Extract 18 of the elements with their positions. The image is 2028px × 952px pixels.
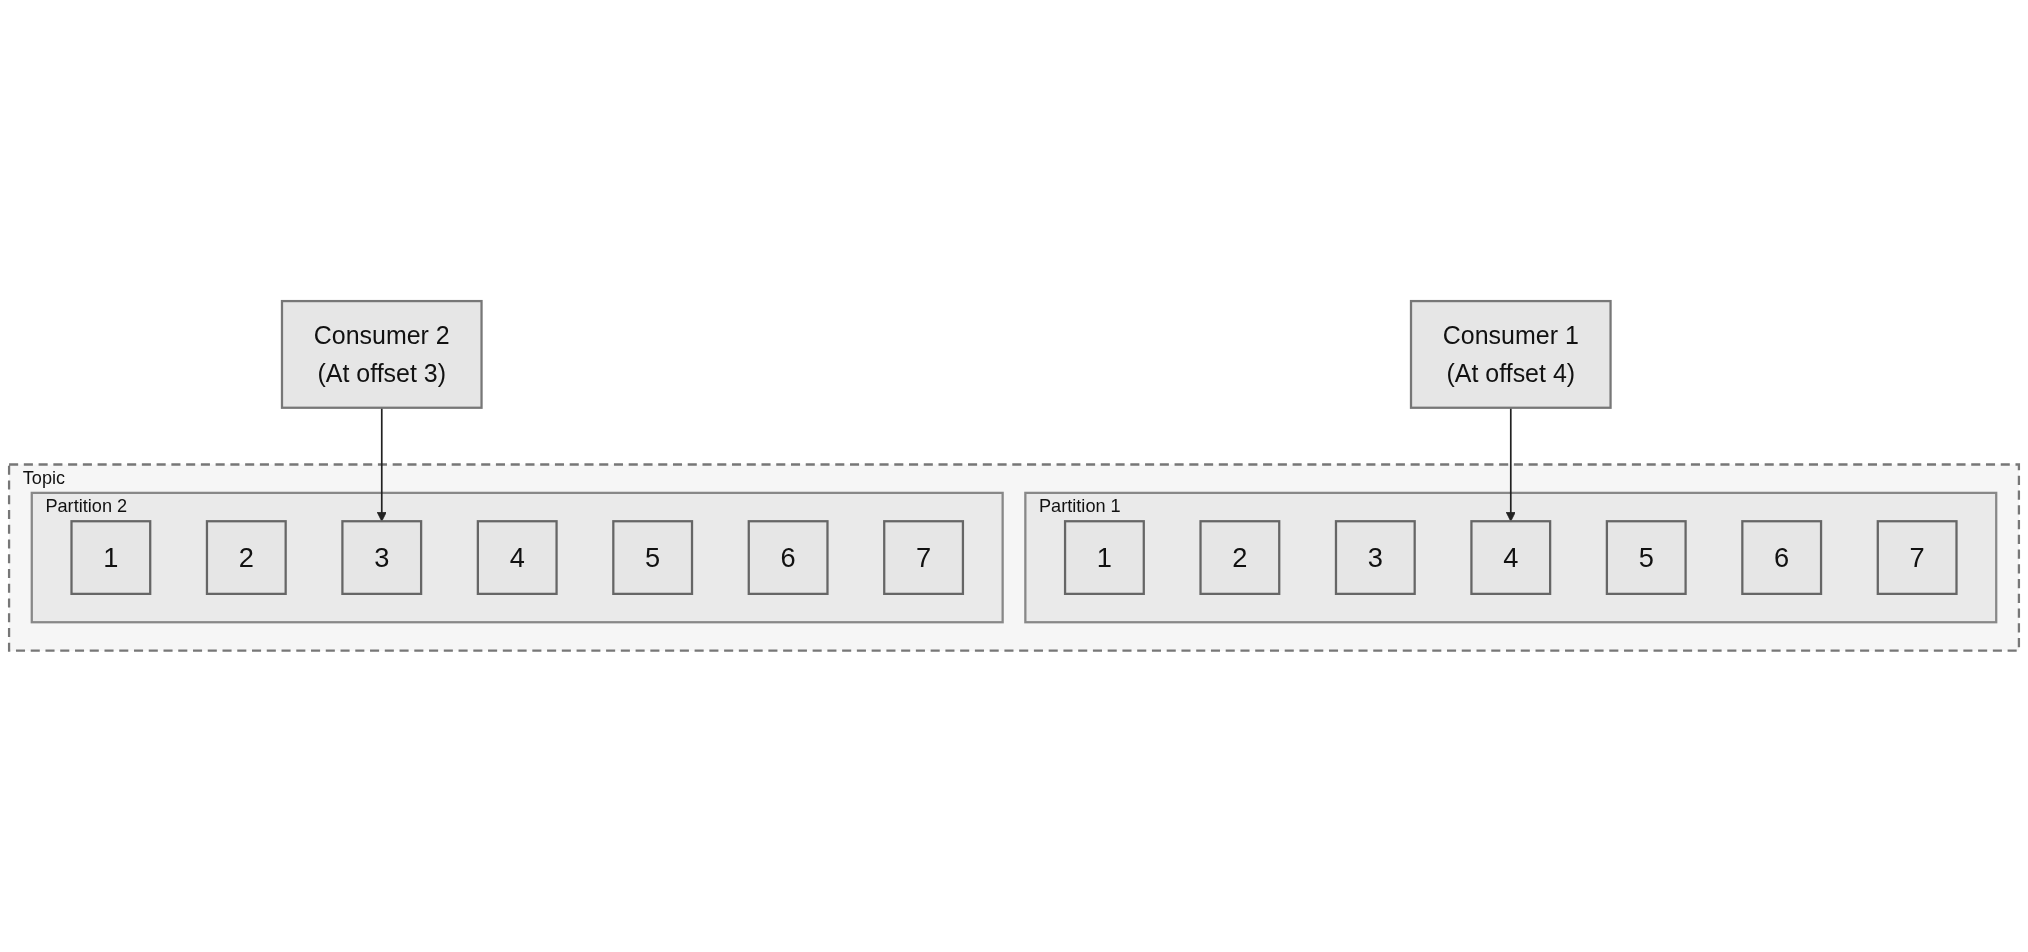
node-box: 4 xyxy=(1470,520,1552,596)
node-box: 3 xyxy=(1334,520,1416,596)
node-box: 7 xyxy=(883,520,965,596)
node-box: 3 xyxy=(341,520,423,596)
node-box: 5 xyxy=(1605,520,1687,596)
arrow xyxy=(376,407,387,522)
arrow xyxy=(1505,407,1516,522)
node-box: 4 xyxy=(476,520,558,596)
node-box: 2 xyxy=(205,520,287,596)
node-box: 6 xyxy=(1741,520,1823,596)
node-box: 7 xyxy=(1876,520,1958,596)
node-box: 2 xyxy=(1199,520,1281,596)
node-box: 1 xyxy=(1063,520,1145,596)
node-box: 1 xyxy=(70,520,152,596)
node-box: 5 xyxy=(612,520,694,596)
node-box: Consumer 1 (At offset 4) xyxy=(1409,300,1612,410)
node-box: 6 xyxy=(747,520,829,596)
node-box: Consumer 2 (At offset 3) xyxy=(280,300,483,410)
